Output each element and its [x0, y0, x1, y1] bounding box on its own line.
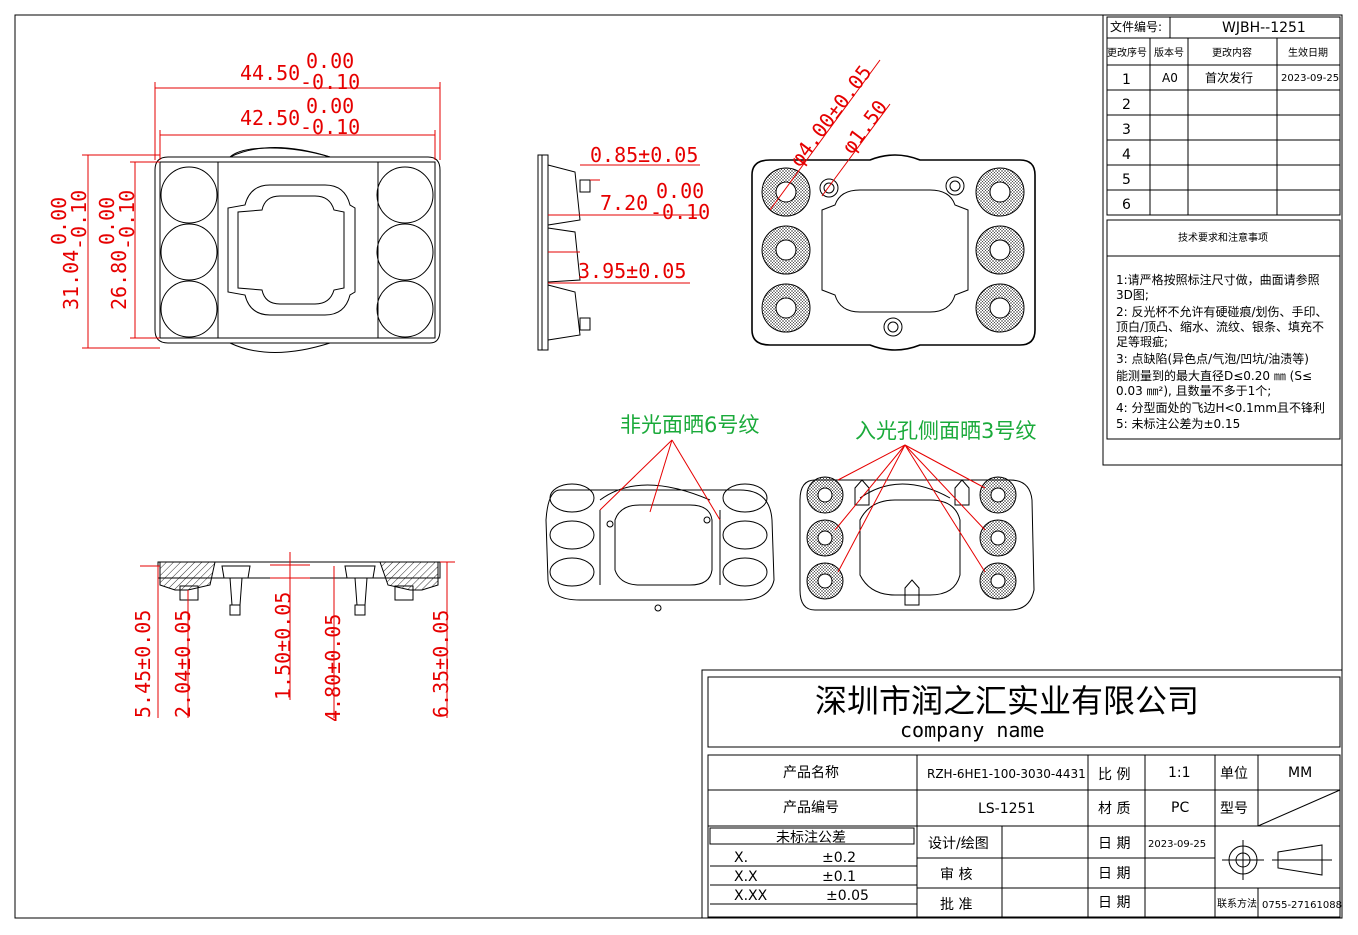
note-line: 足等瑕疵;	[1116, 334, 1168, 349]
note-line: 3: 点缺陷(异色点/气泡/凹坑/油渍等)	[1116, 351, 1309, 366]
note-line: 3D图;	[1116, 288, 1149, 302]
rev-row-no: 5	[1122, 172, 1131, 188]
title-block: 深圳市润之汇实业有限公司 company name 产品名称 RZH-6HE1-…	[701, 669, 1343, 919]
reflector-cups-right	[975, 167, 1025, 333]
dim-height-outer-upper: 0.00	[47, 197, 71, 245]
annotation-entry: 入光孔侧面晒3号纹	[855, 419, 1036, 443]
dim-section-4: 4.80±0.05	[321, 614, 345, 722]
iso-view-entry: 入光孔侧面晒3号纹	[799, 419, 1036, 611]
rev-header-content: 更改内容	[1212, 46, 1252, 59]
top-view	[154, 147, 441, 353]
dim-depth-upper: 0.00	[656, 179, 704, 203]
date-label: 日 期	[1098, 836, 1130, 852]
note-line: 顶白/顶凸、缩水、流纹、银条、填充不	[1116, 319, 1324, 334]
dim-height-outer: 31.04	[59, 250, 83, 310]
note-line: 1:请严格按照标注尺寸做，曲面请参照	[1116, 272, 1320, 287]
design-label: 设计/绘图	[928, 836, 989, 852]
dim-width-outer-upper: 0.00	[306, 49, 354, 73]
material-label: 材 质	[1098, 801, 1130, 817]
dim-height-inner-lower: -0.10	[115, 190, 139, 250]
rev-row-no: 3	[1122, 122, 1131, 138]
bottom-view: φ4.00±0.05 φ1.50	[751, 59, 1036, 351]
file-number-label: 文件编号:	[1110, 19, 1162, 34]
tolerance-value: ±0.1	[822, 869, 856, 885]
dim-width-inner: 42.50	[240, 106, 300, 130]
side-view: 0.85±0.05 7.20 0.00 -0.10 3.95±0.05	[537, 143, 710, 351]
rev-row-no: 6	[1122, 197, 1131, 213]
dim-height-outer-lower: -0.10	[67, 190, 91, 250]
dim-depth-lower: -0.10	[650, 200, 710, 224]
annotation-matte: 非光面晒6号纹	[620, 413, 759, 437]
rev-header-no: 更改序号	[1107, 46, 1147, 59]
projection-symbol-icon	[1222, 840, 1332, 880]
note-line: 能测量到的最大直径D≤0.20 ㎜ (S≤	[1116, 368, 1312, 383]
note-line: 4: 分型面处的飞边H<0.1mm且不锋利	[1116, 400, 1325, 415]
notes-title: 技术要求和注意事项	[1178, 231, 1268, 244]
reflector-cups-left	[761, 167, 811, 333]
tolerance-value: ±0.05	[826, 888, 869, 904]
dim-depth: 7.20	[600, 191, 648, 215]
company-name-en: company name	[900, 718, 1045, 742]
product-code: LS-1251	[978, 801, 1035, 817]
iso-view-matte: 非光面晒6号纹	[545, 413, 775, 612]
revision-table: 文件编号: WJBH--1251 更改序号 版本号 更改内容 生效日期 1 A0…	[1102, 14, 1343, 466]
product-code-label: 产品编号	[783, 800, 839, 816]
sheet-border	[14, 14, 1343, 919]
dim-section-3: 1.50±0.05	[271, 592, 295, 700]
section-view: 5.45±0.05 2.04±0.05 1.50±0.05 4.80±0.05 …	[131, 552, 455, 722]
dim-section-5: 6.35±0.05	[429, 610, 453, 718]
rev-row-version: A0	[1162, 71, 1178, 85]
scale-value: 1:1	[1168, 765, 1191, 781]
rev-row-date: 2023-09-25	[1281, 73, 1339, 84]
note-line: 0.03 ㎜²), 且数量不多于1个;	[1116, 383, 1271, 398]
dim-width-inner-upper: 0.00	[306, 94, 354, 118]
contact-value: 0755-27161088	[1262, 900, 1342, 911]
review-label: 审 核	[940, 867, 972, 883]
tolerance-key: X.	[734, 850, 748, 866]
product-name: RZH-6HE1-100-3030-4431	[927, 767, 1086, 781]
rev-row-no: 1	[1122, 72, 1131, 88]
dim-section-2: 2.04±0.05	[171, 610, 195, 718]
date-label: 日 期	[1098, 895, 1130, 911]
tolerance-key: X.X	[734, 869, 758, 885]
dim-width-outer: 44.50	[240, 61, 300, 85]
tolerance-title: 未标注公差	[776, 830, 846, 846]
tolerance-key: X.XX	[734, 888, 768, 904]
model-label: 型号	[1220, 801, 1248, 817]
rev-row-no: 4	[1122, 147, 1131, 163]
date-value: 2023-09-25	[1148, 839, 1206, 850]
dim-width-outer-lower: -0.10	[300, 70, 360, 94]
unit-value: MM	[1288, 765, 1312, 781]
dim-height-inner: 26.80	[107, 250, 131, 310]
approve-label: 批 准	[940, 897, 972, 913]
product-name-label: 产品名称	[783, 765, 839, 781]
dim-height-inner-upper: 0.00	[95, 197, 119, 245]
note-line: 5: 未标注公差为±0.15	[1116, 416, 1240, 431]
rev-row-no: 2	[1122, 97, 1131, 113]
date-label: 日 期	[1098, 866, 1130, 882]
unit-label: 单位	[1220, 766, 1248, 782]
scale-label: 比 例	[1098, 767, 1130, 783]
dim-pin: 0.85±0.05	[590, 143, 698, 167]
dim-section-1: 5.45±0.05	[131, 610, 155, 718]
note-line: 2: 反光杯不允许有硬碰痕/划伤、手印、	[1116, 304, 1328, 319]
rev-header-date: 生效日期	[1288, 46, 1328, 59]
tolerance-value: ±0.2	[822, 850, 856, 866]
material-value: PC	[1171, 800, 1189, 816]
rev-header-version: 版本号	[1154, 46, 1184, 59]
rev-row-content: 首次发行	[1205, 70, 1253, 85]
dim-cup: 3.95±0.05	[578, 259, 686, 283]
company-name-cn: 深圳市润之汇实业有限公司	[815, 682, 1199, 720]
dim-width-inner-lower: -0.10	[300, 115, 360, 139]
file-number: WJBH--1251	[1222, 20, 1306, 36]
top-view-dimensions: 44.50 0.00 -0.10 42.50 0.00 -0.10 31.04 …	[47, 49, 441, 349]
contact-label: 联系方法	[1217, 897, 1257, 910]
